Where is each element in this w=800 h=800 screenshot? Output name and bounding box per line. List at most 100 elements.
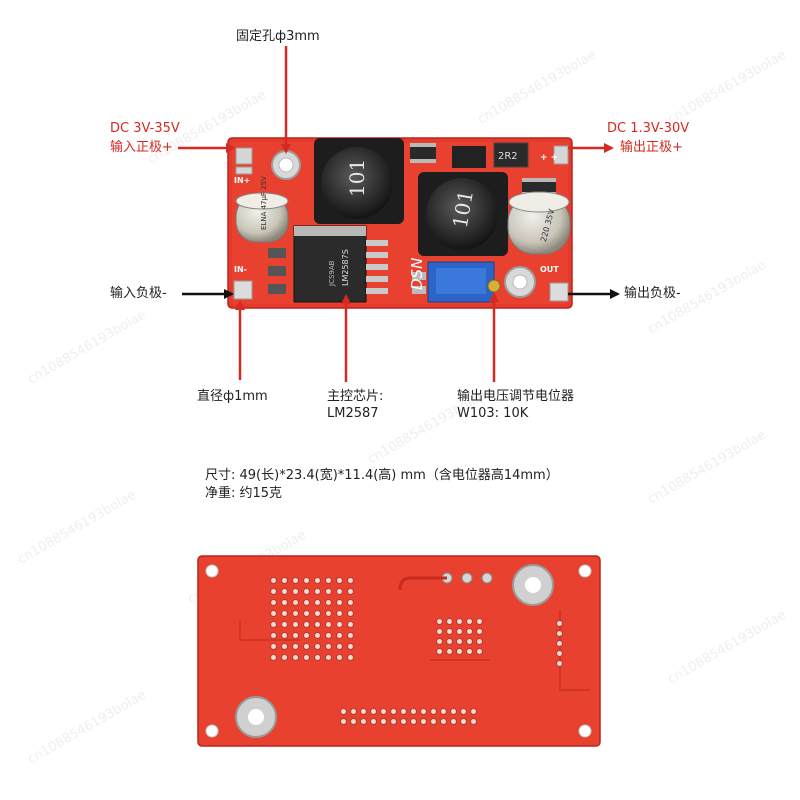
via-hole — [281, 599, 288, 606]
input-capacitor: ELNA 47μF 25V — [235, 176, 289, 243]
output-capacitor: 220 35V — [507, 191, 571, 255]
via-row-bottom — [340, 708, 490, 725]
via-hole — [446, 628, 453, 635]
via-hole — [325, 643, 332, 650]
potentiometer-label-line1: 输出电压调节电位器 — [457, 389, 575, 404]
via-hole — [270, 577, 277, 584]
out-plus-silk: + + — [540, 153, 558, 163]
potentiometer — [427, 261, 501, 303]
via-hole — [303, 577, 310, 584]
via-hole — [336, 577, 343, 584]
via-hole — [270, 588, 277, 595]
via-hole — [347, 654, 354, 661]
inductor-2: 101 — [418, 172, 508, 256]
via-hole — [360, 708, 367, 715]
input-positive-label: 输入正极+ — [110, 140, 173, 155]
via-hole — [325, 577, 332, 584]
via-hole — [460, 708, 467, 715]
via-hole — [325, 654, 332, 661]
via-hole — [281, 643, 288, 650]
via-hole — [336, 621, 343, 628]
via-hole — [314, 621, 321, 628]
via-hole — [446, 618, 453, 625]
via-hole — [350, 718, 357, 725]
via-grid-far-right — [556, 620, 570, 668]
smd-inductor-mark: 2R2 — [498, 151, 518, 162]
input-negative-pad — [233, 280, 253, 300]
via-hole — [314, 599, 321, 606]
output-negative-pad — [549, 282, 569, 302]
via-hole — [325, 610, 332, 617]
via-hole — [347, 577, 354, 584]
via-hole — [446, 648, 453, 655]
potentiometer-label-line2: W103: 10K — [457, 406, 529, 421]
output-mount-hole — [504, 266, 536, 298]
inductor-1: 101 — [314, 138, 404, 224]
via-hole — [303, 632, 310, 639]
via-hole — [360, 718, 367, 725]
via-hole — [450, 708, 457, 715]
via-hole — [400, 708, 407, 715]
via-hole — [270, 632, 277, 639]
via-hole — [303, 610, 310, 617]
via-hole — [436, 618, 443, 625]
via-hole — [270, 654, 277, 661]
via-hole — [347, 610, 354, 617]
via-hole — [303, 654, 310, 661]
main-chip: LM2587S JCS9AB — [293, 225, 388, 303]
via-hole — [340, 718, 347, 725]
via-hole — [292, 588, 299, 595]
via-hole — [336, 588, 343, 595]
via-grid-right — [436, 618, 488, 658]
weight-spec: 净重: 约15克 — [205, 486, 283, 501]
via-hole — [325, 588, 332, 595]
via-hole — [436, 628, 443, 635]
via-hole — [456, 618, 463, 625]
smd-components: 2R2 — [268, 142, 556, 294]
via-hole — [314, 654, 321, 661]
via-hole — [292, 654, 299, 661]
via-hole — [325, 599, 332, 606]
via-hole — [556, 630, 563, 637]
via-hole — [430, 718, 437, 725]
via-hole — [281, 621, 288, 628]
via-hole — [470, 708, 477, 715]
via-hole — [456, 628, 463, 635]
via-hole — [325, 632, 332, 639]
size-spec: 尺寸: 49(长)*23.4(宽)*11.4(高) mm（含电位器高14mm） — [205, 468, 559, 483]
via-hole — [410, 718, 417, 725]
via-hole — [281, 632, 288, 639]
output-voltage-label: DC 1.3V-30V — [607, 121, 690, 136]
output-positive-label: 输出正极+ — [620, 140, 683, 155]
via-hole — [556, 650, 563, 657]
via-hole — [466, 618, 473, 625]
via-hole — [292, 577, 299, 584]
via-hole — [303, 621, 310, 628]
via-hole — [336, 643, 343, 650]
via-hole — [350, 708, 357, 715]
via-hole — [347, 621, 354, 628]
via-hole — [314, 577, 321, 584]
via-hole — [314, 588, 321, 595]
via-hole — [430, 708, 437, 715]
via-hole — [420, 718, 427, 725]
chip-mark: LM2587S — [341, 249, 350, 286]
mount-hole-label: 固定孔ф3mm — [236, 29, 320, 44]
via-grid-left — [270, 577, 360, 667]
via-hole — [410, 708, 417, 715]
via-hole — [303, 588, 310, 595]
via-hole — [370, 708, 377, 715]
output-positive-pad — [553, 145, 569, 165]
via-hole — [476, 618, 483, 625]
via-hole — [270, 610, 277, 617]
via-hole — [370, 718, 377, 725]
via-hole — [440, 718, 447, 725]
via-hole — [336, 632, 343, 639]
via-hole — [390, 718, 397, 725]
via-hole — [476, 628, 483, 635]
out-silk: OUT — [540, 265, 559, 274]
via-hole — [336, 654, 343, 661]
via-hole — [390, 708, 397, 715]
via-hole — [336, 610, 343, 617]
